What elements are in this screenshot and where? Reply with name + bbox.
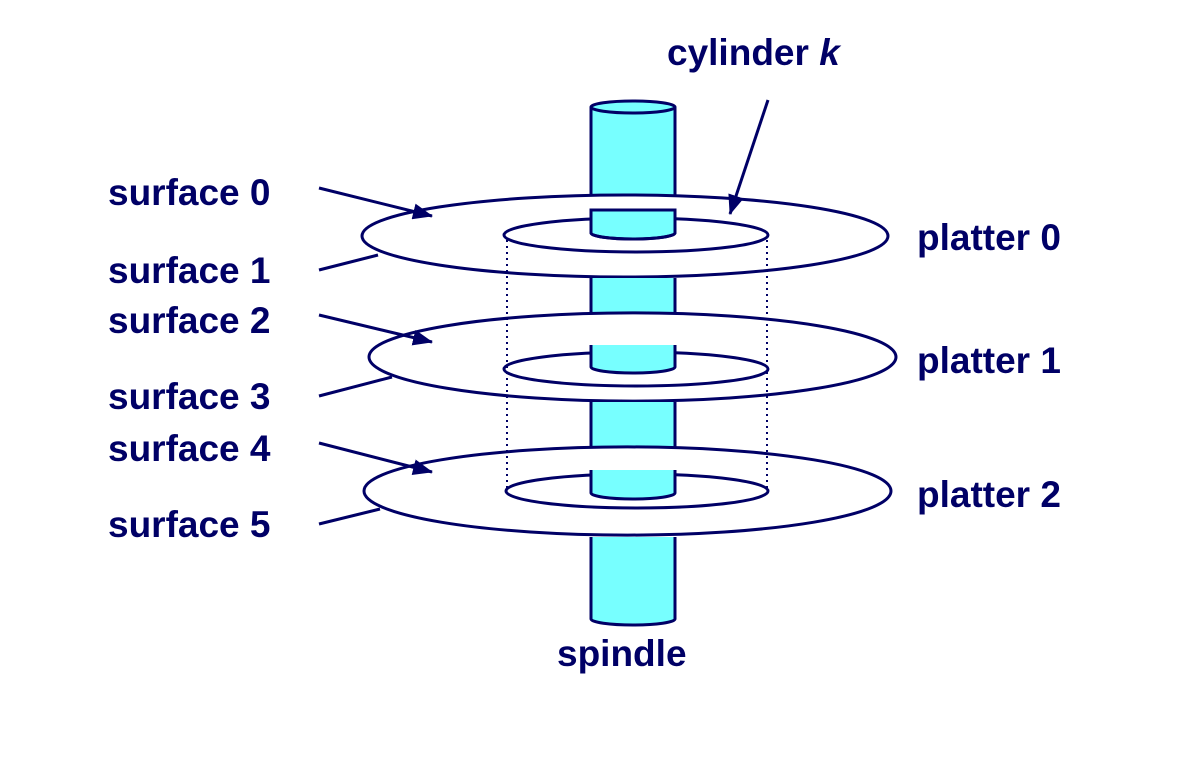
platter-2-label: platter 2: [917, 474, 1061, 515]
surface-3-pointer: [318, 375, 393, 398]
spindle-label: spindle: [557, 633, 687, 674]
surface-2-arrow: [318, 313, 433, 346]
surface-5-pointer: [318, 507, 381, 526]
surface-1-pointer: [318, 253, 379, 272]
platter-0-label: platter 0: [917, 217, 1061, 258]
platter-1-disk: [367, 311, 898, 403]
surface-4-label: surface 4: [108, 428, 271, 469]
surface-1-label: surface 1: [108, 250, 271, 291]
platter-2-disk: [362, 445, 893, 537]
surface-2-label: surface 2: [108, 300, 271, 341]
platter-0-disk: [360, 193, 890, 279]
cylinder-label-var: k: [819, 32, 842, 73]
cylinder-label-text: cylinder: [667, 32, 819, 73]
surface-5-label: surface 5: [108, 504, 271, 545]
surface-0-arrow: [318, 186, 433, 220]
surface-3-label: surface 3: [108, 376, 271, 417]
cylinder-k-label: cylinder k: [667, 32, 842, 73]
platter-1-label: platter 1: [917, 340, 1061, 381]
spindle-bottom-segment: [589, 537, 677, 627]
surface-0-label: surface 0: [108, 172, 271, 213]
spindle-top-cap: [589, 99, 677, 115]
surface-4-arrow: [318, 441, 433, 476]
cylinder-k-arrow: [728, 99, 770, 215]
